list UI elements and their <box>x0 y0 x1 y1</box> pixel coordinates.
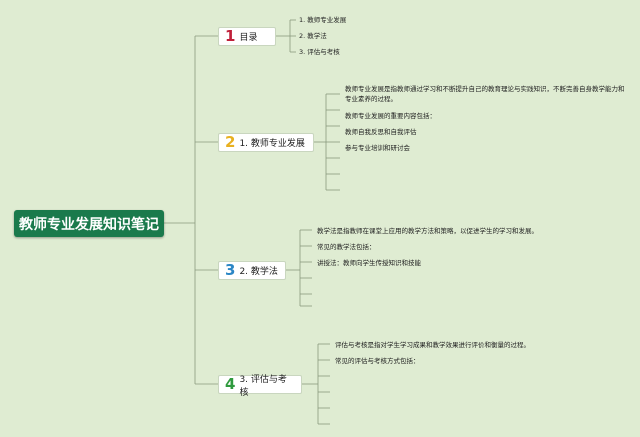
list-item: 讲授法：教师向学生传授知识和技能 <box>317 259 421 267</box>
branch-pedagogy[interactable]: 3 2. 教学法 <box>218 261 286 280</box>
branch-assessment[interactable]: 4 3. 评估与考核 <box>218 375 302 398</box>
toc-item: 3. 评估与考核 <box>299 48 340 56</box>
list-item: 评估与考核是指对学生学习成果和教学效果进行评价和衡量的过程。 <box>335 341 530 349</box>
number-1-icon: 1 <box>225 27 236 45</box>
root-topic[interactable]: 教师专业发展知识笔记 <box>14 210 164 237</box>
branch-label: 1. 教师专业发展 <box>239 139 305 149</box>
list-item: 教学法是指教师在课堂上应用的教学方法和策略，以促进学生的学习和发展。 <box>317 227 538 235</box>
list-item: 教师专业发展是指教师通过学习和不断提升自己的教育理论与实践知识，不断完善自身教学… <box>345 85 625 103</box>
toc-item: 2. 教学法 <box>299 32 327 40</box>
number-3-icon: 3 <box>225 261 236 279</box>
number-4-icon: 4 <box>225 375 236 393</box>
list-item: 参与专业培训和研讨会 <box>345 144 410 152</box>
list-item: 教师自我反思和自我评估 <box>345 128 417 136</box>
branch-label: 2. 教学法 <box>239 267 278 277</box>
number-2-icon: 2 <box>225 133 236 151</box>
branch-label: 目录 <box>239 33 258 43</box>
list-item: 教师专业发展的重要内容包括： <box>345 112 436 120</box>
toc-item: 1. 教师专业发展 <box>299 16 347 24</box>
list-item: 常见的教学法包括： <box>317 243 376 251</box>
branch-teacher-development[interactable]: 2 1. 教师专业发展 <box>218 133 314 152</box>
list-item: 常见的评估与考核方式包括： <box>335 357 420 365</box>
branch-label: 3. 评估与考核 <box>239 374 287 398</box>
branch-toc[interactable]: 1 目录 <box>218 27 276 46</box>
